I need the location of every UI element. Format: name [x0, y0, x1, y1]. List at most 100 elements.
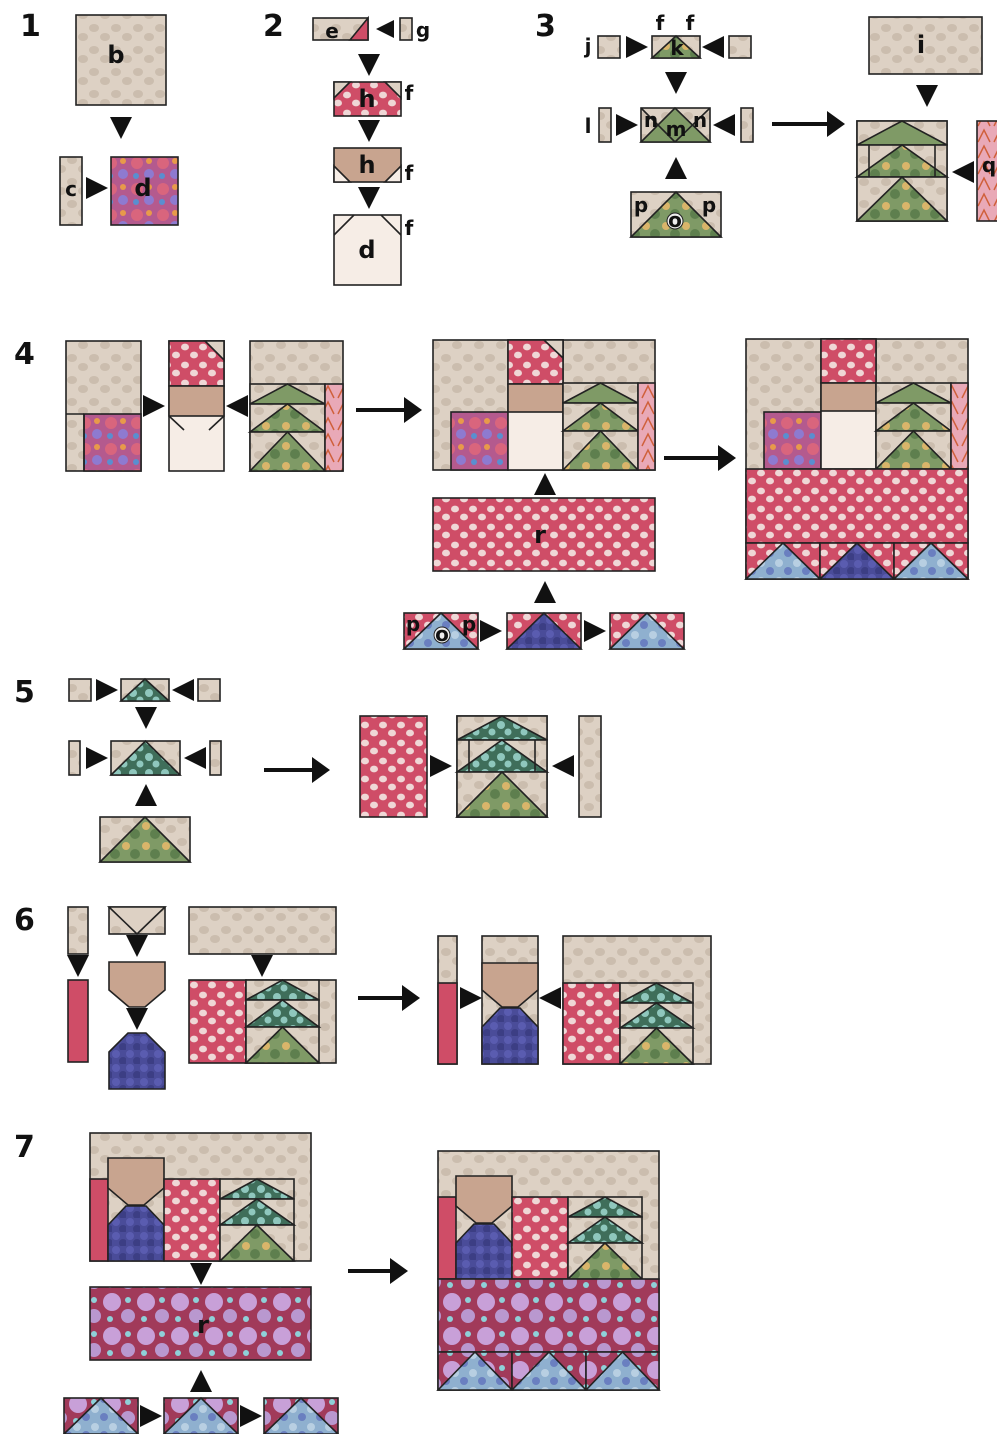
arrow-right-icon	[460, 987, 482, 1009]
fabric-patch	[163, 1178, 221, 1262]
fabric-patch	[67, 979, 89, 1063]
fabric-triangle	[383, 164, 402, 183]
fabric-patch	[437, 1196, 457, 1280]
fabric-patch	[820, 338, 877, 384]
step-number: 2	[263, 9, 284, 44]
fabric-patch	[188, 979, 247, 1064]
step-number: 7	[14, 1130, 35, 1165]
step-number: 5	[14, 675, 35, 710]
patch-label: p	[406, 612, 420, 636]
arrow-right-icon	[430, 755, 452, 777]
fabric-triangle	[62, 1396, 140, 1434]
fabric-triangle	[618, 1026, 695, 1065]
arrow-down-icon	[358, 120, 380, 142]
arrow-left-icon	[172, 679, 194, 701]
fabric-patch	[168, 385, 225, 417]
arrow-left-icon	[952, 161, 974, 183]
fabric-patch	[763, 411, 822, 470]
patch-label-circle	[666, 212, 684, 230]
fabric-patch	[188, 906, 337, 955]
fabric-triangle	[561, 429, 640, 471]
arrow-down-icon	[358, 54, 380, 76]
arrow-left-icon	[539, 987, 561, 1009]
fabric-triangle	[262, 1396, 340, 1434]
piece-j	[597, 35, 621, 59]
patch-label: d	[358, 236, 375, 264]
piece-d	[110, 156, 179, 226]
arrow-left-icon	[713, 114, 735, 136]
patch-label: p	[462, 612, 476, 636]
seam-line	[674, 107, 711, 143]
fabric-triangle	[481, 1007, 539, 1065]
piece-l	[598, 107, 612, 143]
house-left-floral	[83, 413, 142, 472]
fabric-patch	[68, 678, 92, 702]
house-roof-navy	[108, 1032, 166, 1090]
fabric-patch	[437, 982, 458, 1065]
fabric-triangle	[218, 1223, 296, 1262]
seam-line	[333, 214, 355, 236]
piece-g	[399, 17, 413, 41]
patch-label: o	[435, 622, 449, 646]
result-arrow-icon	[827, 111, 845, 137]
arrow-up-icon	[534, 581, 556, 603]
step-number: 6	[14, 903, 35, 938]
fabric-triangle	[109, 739, 182, 776]
fabric-patch	[324, 383, 344, 472]
arrow-left-icon	[552, 755, 574, 777]
piece-q	[976, 120, 997, 222]
piece-c	[59, 156, 83, 226]
patch-label: l	[585, 114, 592, 138]
fabric-triangle	[107, 1157, 165, 1206]
piece-d-cream	[333, 214, 402, 286]
fabric-triangle	[98, 815, 192, 863]
fabric-patch	[820, 382, 877, 412]
fabric-triangle	[818, 541, 896, 580]
fabric-patch	[450, 411, 509, 471]
patch-label: m	[666, 117, 687, 141]
fabric-patch	[89, 1178, 109, 1262]
arrow-up-icon	[534, 473, 556, 495]
fabric-patch	[637, 382, 656, 471]
arrow-down-icon	[251, 955, 273, 977]
patch-label: g	[416, 18, 430, 42]
fabric-triangle	[584, 1350, 661, 1391]
arrow-down-icon	[916, 85, 938, 107]
arrow-right-icon	[240, 1405, 262, 1427]
fabric-triangle	[333, 81, 352, 100]
fabric-patch	[197, 678, 221, 702]
result-arrow-icon	[390, 1258, 408, 1284]
fabric-triangle	[855, 175, 949, 222]
patch-label: r	[197, 1311, 209, 1339]
fabric-triangle	[203, 340, 225, 362]
arrow-up-icon	[135, 784, 157, 806]
patch-label: q	[982, 153, 996, 177]
arrow-down-icon	[190, 1263, 212, 1285]
patch-label: k	[670, 36, 684, 60]
fabric-patch	[67, 906, 89, 955]
result-arrow-icon	[402, 985, 420, 1011]
fabric-triangle	[649, 34, 703, 59]
fabric-triangle	[162, 1396, 240, 1434]
patch-label: f	[686, 11, 695, 35]
fabric-triangle	[107, 906, 167, 936]
arrow-left-icon	[226, 395, 248, 417]
arrow-right-icon	[626, 36, 648, 58]
patch-label: h	[358, 151, 375, 179]
step-number: 1	[20, 9, 41, 44]
fabric-triangle	[455, 1175, 513, 1224]
seam-line	[208, 415, 225, 431]
arrow-down-icon	[110, 117, 132, 139]
fabric-patch	[578, 715, 602, 818]
seam-line	[168, 415, 185, 431]
arrow-down-icon	[358, 187, 380, 209]
fabric-triangle	[510, 1350, 588, 1391]
patch-label: j	[584, 34, 592, 58]
fabric-triangle	[383, 81, 402, 100]
patch-label: n	[644, 108, 658, 132]
arrow-down-icon	[665, 72, 687, 94]
fabric-patch	[745, 468, 969, 544]
arrow-right-icon	[480, 620, 502, 642]
fabric-patch	[437, 1278, 660, 1353]
arrow-right-icon	[143, 395, 165, 417]
